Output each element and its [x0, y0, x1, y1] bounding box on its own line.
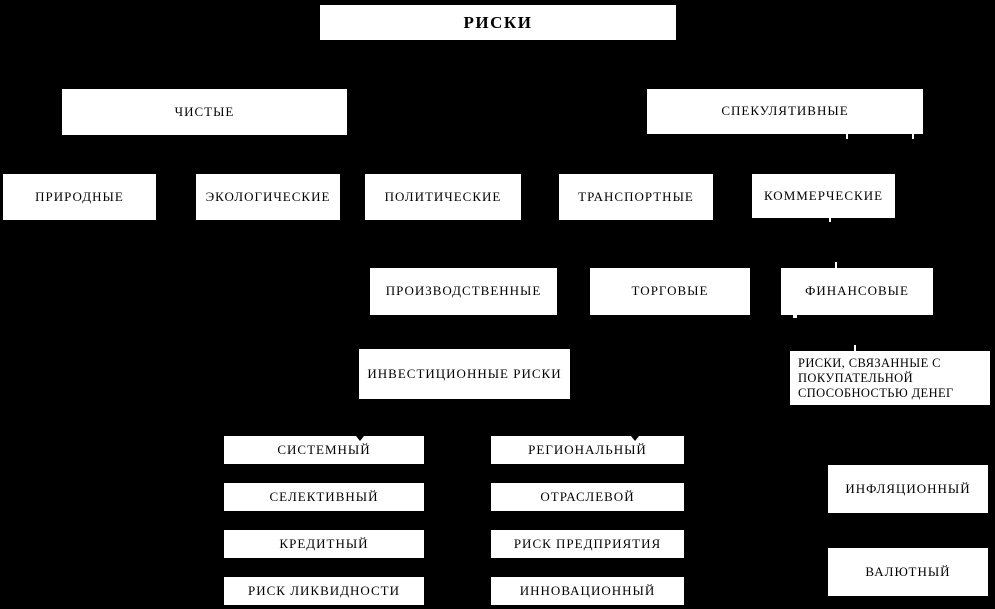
node-selektivnyj: СЕЛЕКТИВНЫЙ — [224, 483, 424, 511]
node-riski-root: РИСКИ — [320, 5, 676, 40]
node-kreditnyj: КРЕДИТНЫЙ — [224, 530, 424, 558]
connector-tick — [793, 314, 797, 318]
node-spekulyativnye: СПЕКУЛЯТИВНЫЕ — [647, 89, 923, 134]
node-finansovye: ФИНАНСОВЫЕ — [781, 268, 933, 315]
node-risk-predpriyatiya: РИСК ПРЕДПРИЯТИЯ — [491, 530, 684, 558]
connector-tick — [829, 217, 831, 222]
node-kommercheskie: КОММЕРЧЕСКИЕ — [752, 174, 895, 218]
node-pokupatelnaya-sposobnost: РИСКИ, СВЯЗАННЫЕ С ПОКУПАТЕЛЬНОЙ СПОСОБН… — [790, 351, 990, 405]
connector-tick — [912, 133, 914, 139]
node-otraslevoj: ОТРАСЛЕВОЙ — [491, 483, 684, 511]
connector-tick — [835, 262, 837, 268]
node-valyutnyj: ВАЛЮТНЫЙ — [828, 548, 988, 596]
node-sistemnyj: СИСТЕМНЫЙ — [224, 436, 424, 464]
arrowhead-down-icon — [356, 436, 364, 441]
node-prirodnye: ПРИРОДНЫЕ — [3, 174, 156, 220]
arrowhead-down-icon — [631, 436, 639, 441]
node-risk-likvidnosti: РИСК ЛИКВИДНОСТИ — [224, 577, 424, 605]
node-innovacionnyj: ИННОВАЦИОННЫЙ — [491, 577, 684, 605]
node-investicionnye-riski: ИНВЕСТИЦИОННЫЕ РИСКИ — [359, 349, 570, 399]
node-torgovye: ТОРГОВЫЕ — [590, 268, 750, 315]
connector-tick — [846, 133, 848, 139]
node-proizvodstvennye: ПРОИЗВОДСТВЕННЫЕ — [370, 268, 557, 315]
node-transportnye: ТРАНСПОРТНЫЕ — [559, 174, 713, 220]
node-politicheskie: ПОЛИТИЧЕСКИЕ — [365, 174, 521, 220]
node-chistye: ЧИСТЫЕ — [62, 89, 347, 135]
connector-tick — [854, 345, 856, 351]
node-ekologicheskie: ЭКОЛОГИЧЕСКИЕ — [196, 174, 340, 220]
node-inflyacionnyj: ИНФЛЯЦИОННЫЙ — [828, 465, 988, 513]
node-regionalnyj: РЕГИОНАЛЬНЫЙ — [491, 436, 684, 464]
